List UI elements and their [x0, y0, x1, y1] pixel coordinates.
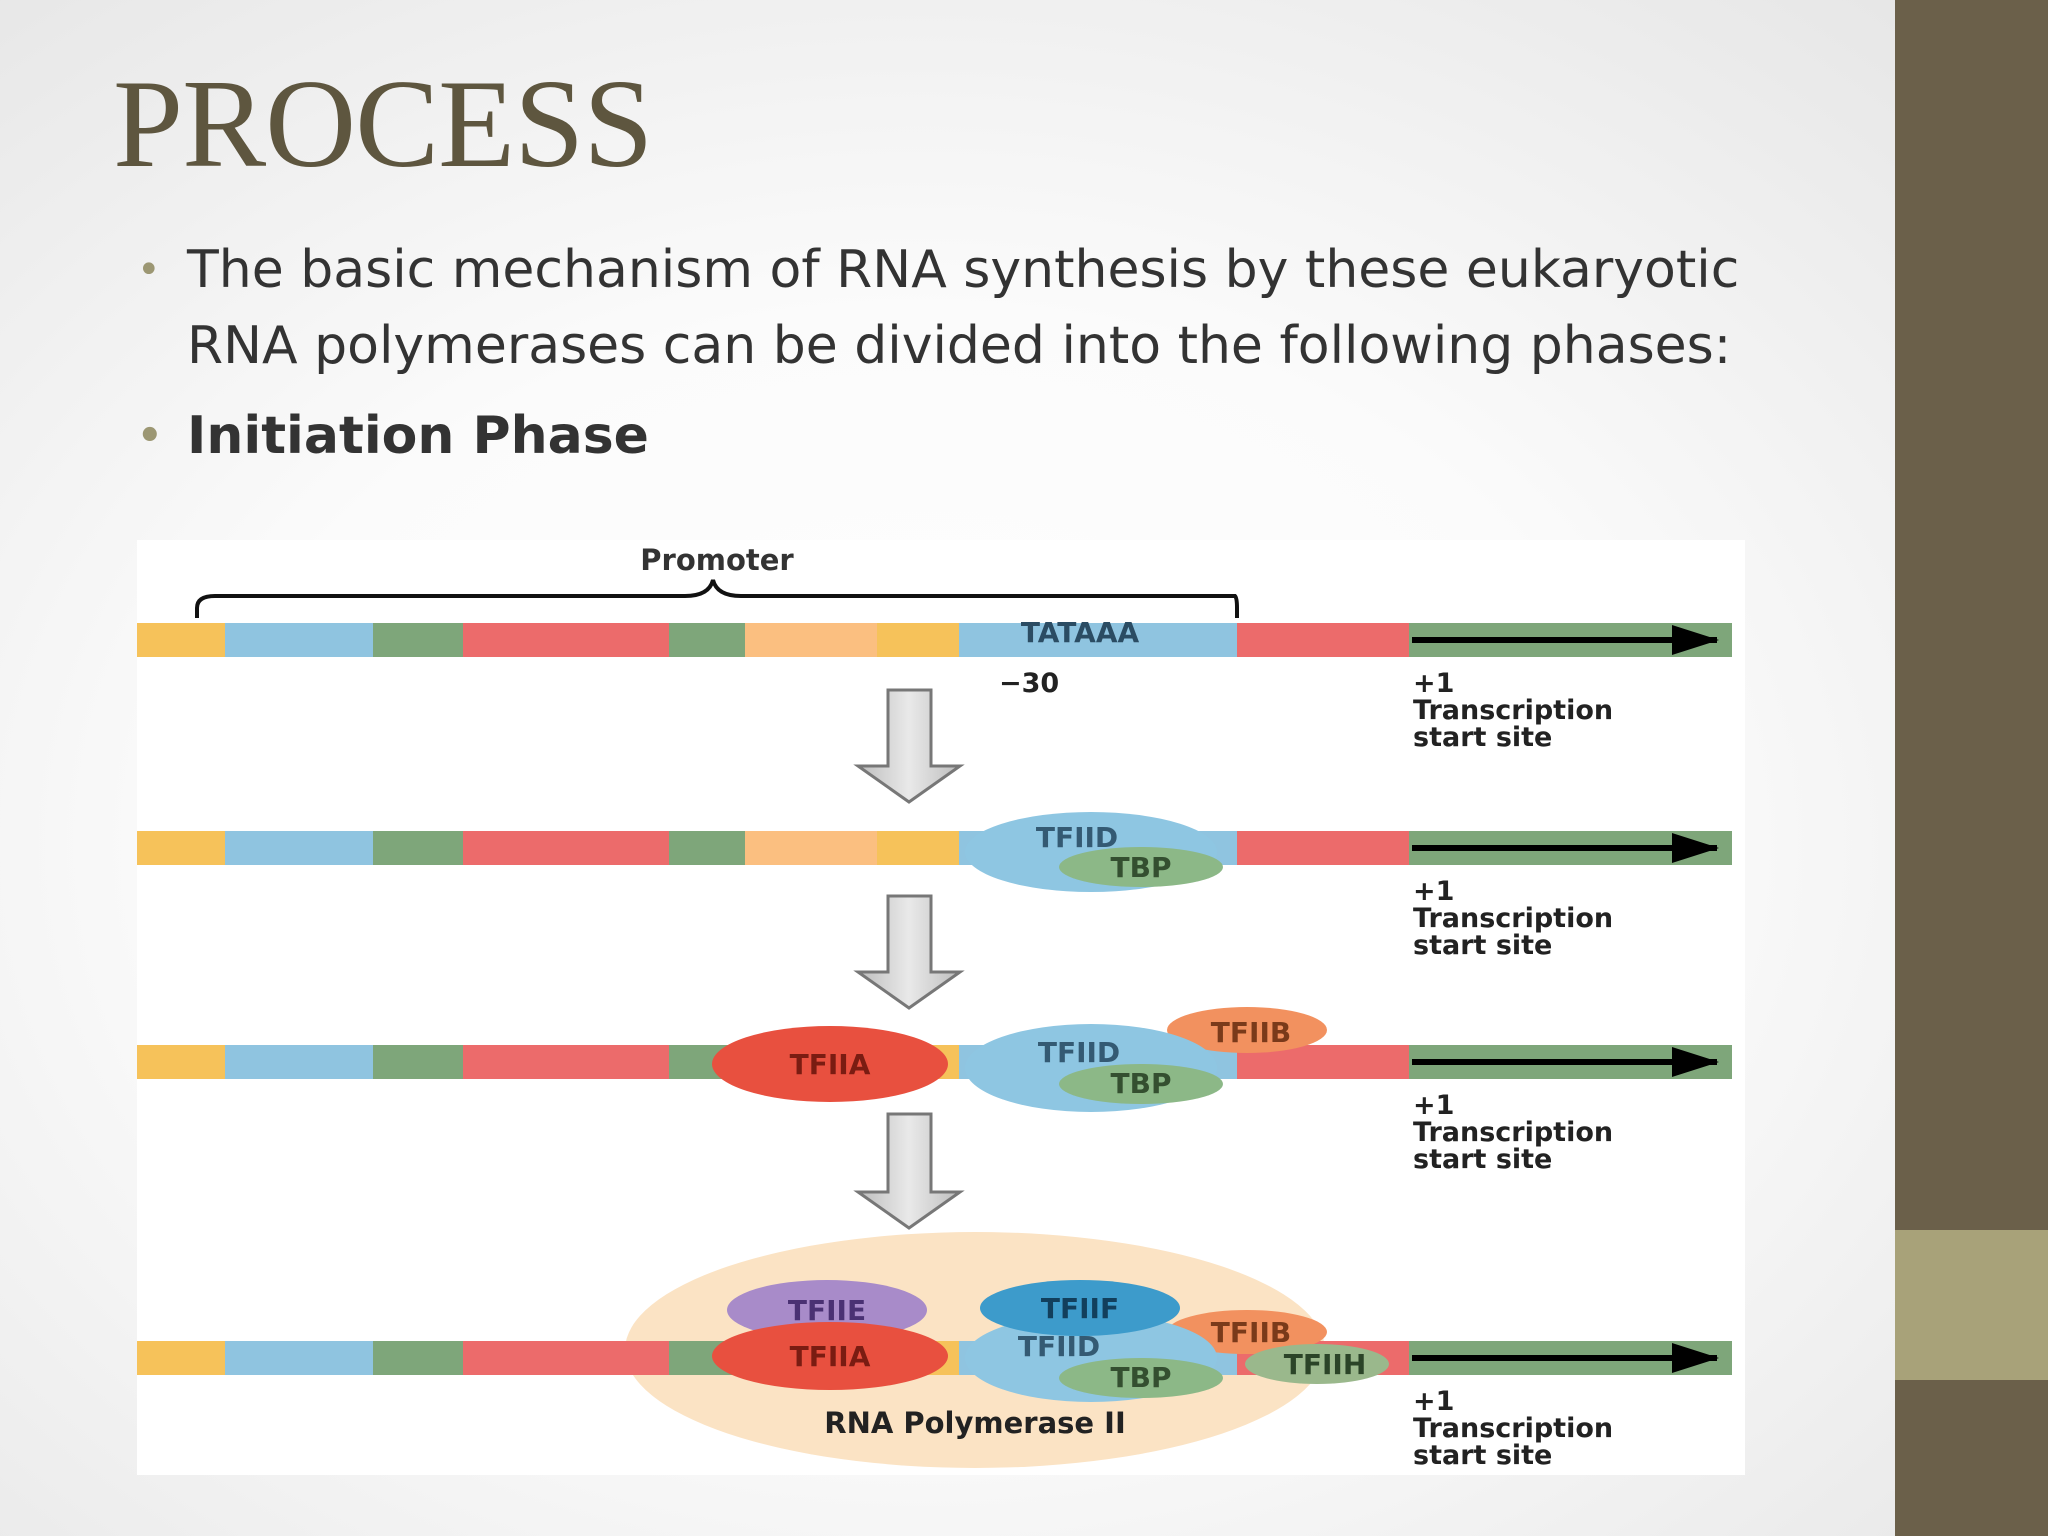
dna-segment: [137, 1045, 225, 1079]
dna-segment: [137, 623, 225, 657]
promoter-brace: [195, 579, 1239, 618]
dna-segment: [463, 831, 669, 865]
promoter-label: Promoter: [640, 543, 794, 577]
tfiia-label: TFIIA: [790, 1340, 871, 1373]
tfiib-label: TFIIB: [1211, 1016, 1291, 1049]
bullet-dot-icon: •: [137, 413, 163, 459]
tbp-label: TBP: [1111, 1067, 1172, 1100]
dna-segment: [745, 623, 877, 657]
tfiih-label: TFIIH: [1284, 1348, 1367, 1381]
dna-segment: [877, 831, 959, 865]
tbp-blob: [1059, 847, 1223, 887]
dna-segment: [959, 623, 1237, 657]
minus30-label: −30: [999, 668, 1059, 699]
tfiia-label: TFIIA: [790, 1048, 871, 1081]
tfiif-blob: [980, 1280, 1180, 1336]
tss-label-line1: Transcription: [1413, 1413, 1613, 1444]
plus1-label: +1: [1413, 1090, 1454, 1121]
bullet-text: The basic mechanism of RNA synthesis by …: [187, 240, 1740, 376]
dna-segment: [137, 1341, 225, 1375]
dna-segment: [225, 623, 373, 657]
plus1-label: +1: [1413, 1386, 1454, 1417]
dna-segment: [1237, 623, 1409, 657]
tbp-blob: [1059, 1358, 1223, 1398]
tfiih-blob: [1245, 1344, 1389, 1384]
transcription-initiation-diagram: Promoter TATAAA −30 TFIID TBP TFIIB TFII…: [137, 540, 1745, 1475]
dna-segment: [373, 1045, 463, 1079]
tss-label-line2: start site: [1413, 1144, 1552, 1175]
dna-segment: [669, 831, 745, 865]
bullet-text: Initiation Phase: [187, 406, 649, 466]
dna-segment: [463, 623, 669, 657]
tfiid-label: TFIID: [1018, 1330, 1100, 1363]
dna-segment: [463, 1341, 669, 1375]
right-decor-accent: [1895, 1230, 2048, 1380]
tss-label-line2: start site: [1413, 930, 1552, 961]
slide-title: PROCESS: [113, 55, 653, 194]
dna-segment: [669, 623, 745, 657]
bullet-list: • The basic mechanism of RNA synthesis b…: [137, 232, 1857, 474]
dna-segment: [373, 831, 463, 865]
dna-segment: [373, 623, 463, 657]
tfiib-blob: [1167, 1007, 1327, 1053]
plus1-label: +1: [1413, 668, 1454, 699]
tfiia-blob: [712, 1026, 948, 1102]
tata-box-label: TATAAA: [1021, 616, 1140, 649]
down-arrow-icon: [853, 1112, 965, 1230]
down-arrow-icon: [853, 688, 965, 804]
arrow-head-icon: [1672, 625, 1719, 655]
dna-segment: [1237, 831, 1409, 865]
dna-segment: [137, 831, 225, 865]
tss-label-line1: Transcription: [1413, 1117, 1613, 1148]
dna-segment: [225, 1045, 373, 1079]
arrow-head-icon: [1672, 1343, 1719, 1373]
down-arrow-icon: [853, 894, 965, 1010]
bullet-item: • The basic mechanism of RNA synthesis b…: [137, 232, 1857, 384]
arrow-head-icon: [1672, 833, 1719, 863]
tfiid-label: TFIID: [1036, 821, 1118, 854]
bullet-dot-icon: •: [137, 247, 161, 293]
tfiia-blob: [712, 1322, 948, 1390]
tss-label-line1: Transcription: [1413, 695, 1613, 726]
tbp-label: TBP: [1111, 851, 1172, 884]
tfiid-label: TFIID: [1038, 1036, 1120, 1069]
step2-complex: TFIID TBP: [965, 812, 1223, 892]
tfiib-label: TFIIB: [1211, 1316, 1291, 1349]
dna-segment: [225, 1341, 373, 1375]
tbp-label: TBP: [1111, 1361, 1172, 1394]
step4-factors: TFIIE TFIIF TFIIB TFIIA TFIID TBP TFIIH …: [712, 1280, 1389, 1440]
dna-segment: [745, 831, 877, 865]
bullet-item: • Initiation Phase: [137, 398, 1857, 474]
dna-segment: [463, 1045, 669, 1079]
dna-segment: [373, 1341, 463, 1375]
tss-label-line2: start site: [1413, 722, 1552, 753]
arrow-head-icon: [1672, 1047, 1719, 1077]
tfiie-label: TFIIE: [788, 1294, 866, 1327]
step3-complex: TFIIB TFIIA TFIID TBP: [712, 1007, 1327, 1112]
rna-polymerase-ii-label: RNA Polymerase II: [824, 1406, 1126, 1440]
tfiif-label: TFIIF: [1041, 1292, 1119, 1325]
dna-segment: [225, 831, 373, 865]
plus1-label: +1: [1413, 876, 1454, 907]
tss-label-line1: Transcription: [1413, 903, 1613, 934]
dna-segment: [877, 623, 959, 657]
tbp-blob: [1059, 1064, 1223, 1104]
tss-label-line2: start site: [1413, 1440, 1552, 1471]
